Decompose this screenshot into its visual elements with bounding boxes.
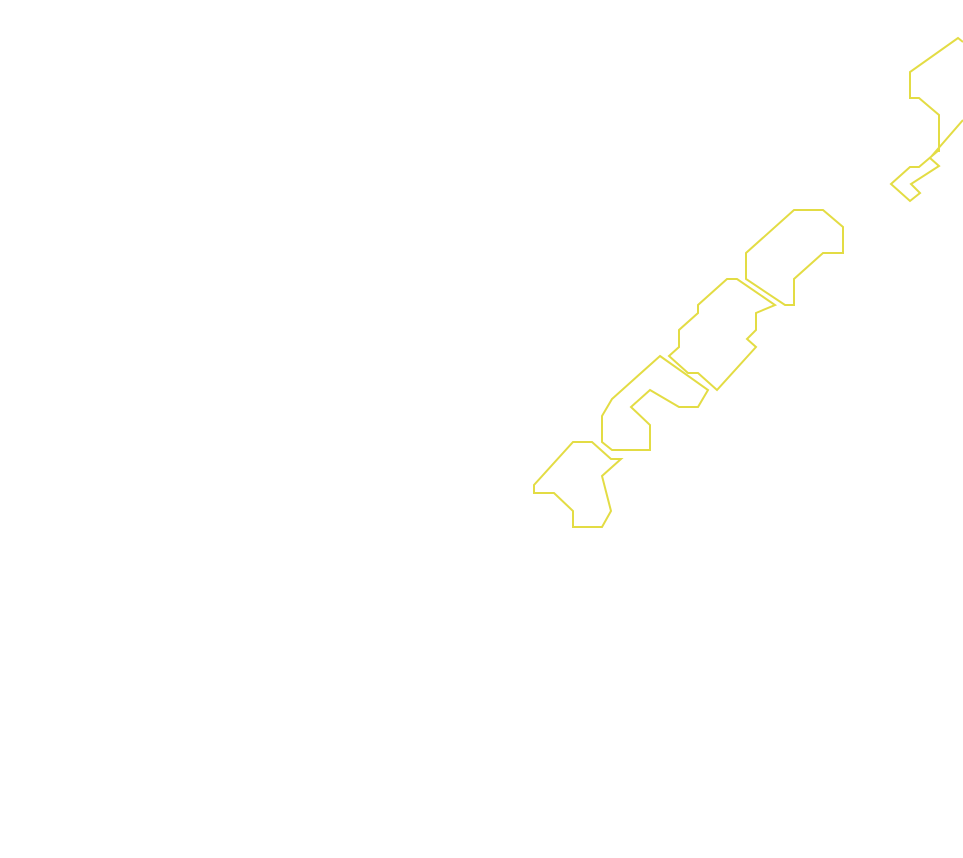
region-outline-b [667,278,778,392]
region-outline-a [745,209,844,306]
region-outline-northeast [909,36,963,152]
region-outline-northeast-tip [889,119,963,203]
region-outline-d [533,441,624,528]
region-outline-c [601,354,710,451]
region-outlines [533,36,963,528]
